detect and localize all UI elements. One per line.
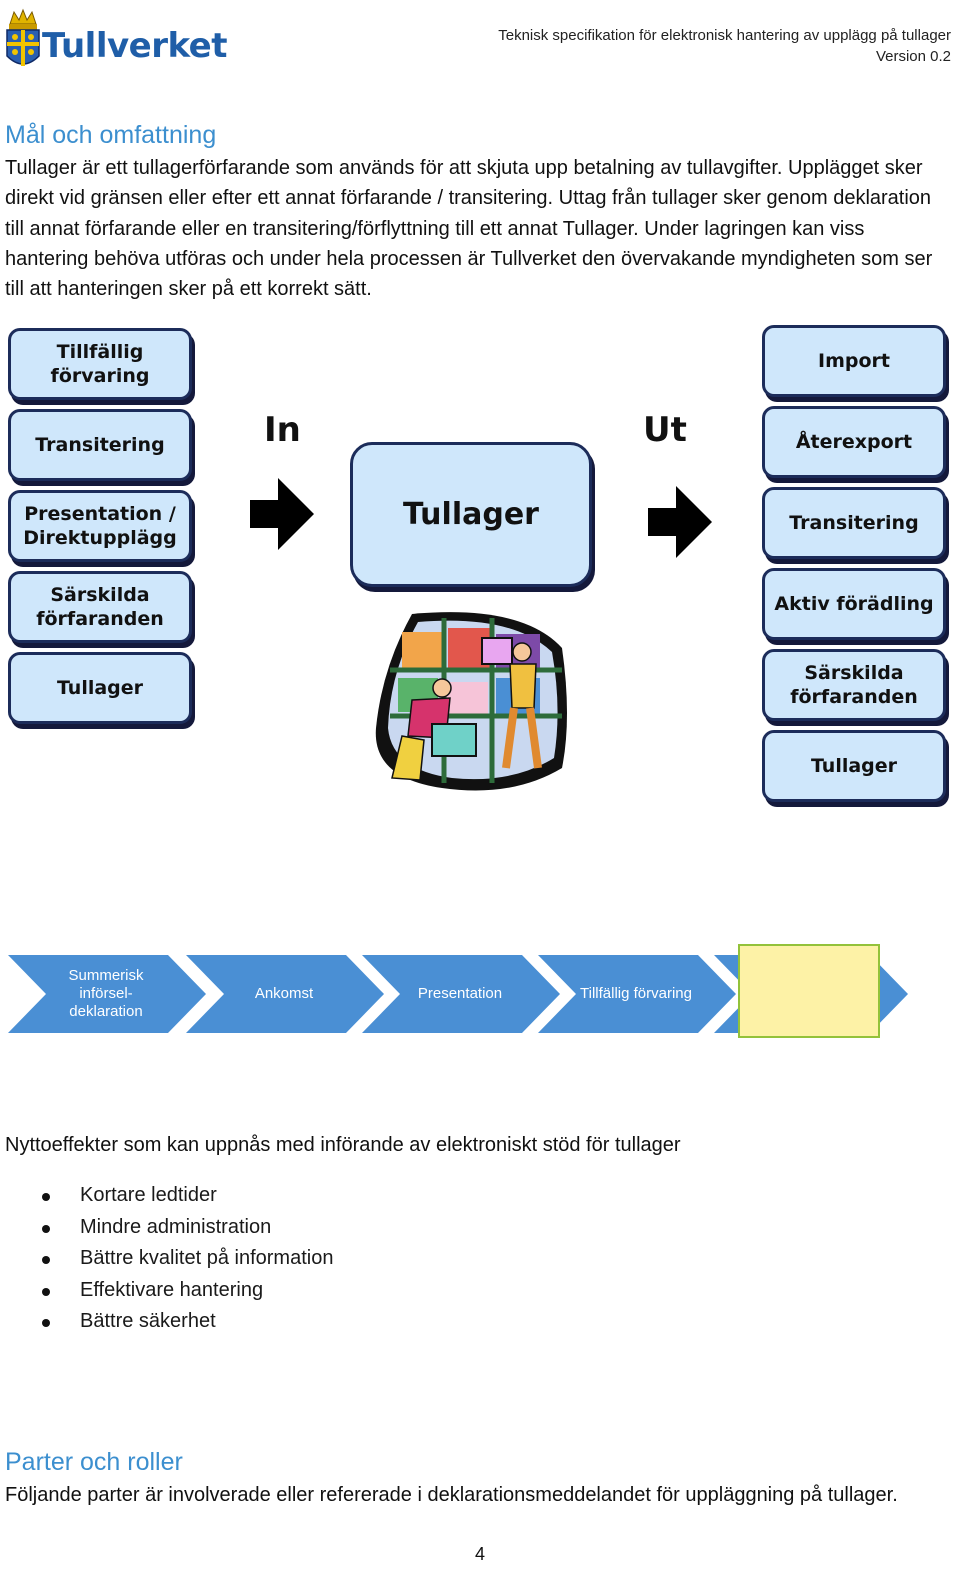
in-box-presentation: Presentation / Direktupplägg [8, 490, 192, 562]
arrow-right-in-icon [250, 478, 314, 550]
in-box-temporary-storage: Tillfällig förvaring [8, 328, 192, 400]
section-heading-scope: Mål och omfattning [5, 121, 217, 149]
out-box-import: Import [762, 325, 946, 397]
chevron-step-2 [186, 955, 384, 1033]
tullverket-logo [4, 6, 219, 72]
list-item: Mindre administration [5, 1212, 605, 1244]
out-box-warehouse: Tullager [762, 730, 946, 802]
arrow-right-out-icon [648, 486, 712, 558]
document-title: Teknisk specifikation för elektronisk ha… [498, 27, 951, 44]
list-item: Bättre säkerhet [5, 1306, 605, 1338]
step-arrival: Ankomst [254, 985, 314, 1002]
list-item: Kortare ledtider [5, 1180, 605, 1212]
bullet-icon [42, 1256, 50, 1264]
in-box-special-procedures: Särskilda förfaranden [8, 571, 192, 643]
in-label: In [264, 410, 301, 450]
out-box-transit: Transitering [762, 487, 946, 559]
step-summary-declaration: Summerisk införsel-deklaration [68, 967, 144, 1020]
step-presentation: Presentation [417, 985, 503, 1002]
out-label: Ut [643, 410, 687, 450]
out-box-inward-processing: Aktiv förädling [762, 568, 946, 640]
highlighted-step-box [738, 944, 880, 1038]
bullet-icon [42, 1224, 50, 1233]
list-item: Bättre kvalitet på information [5, 1243, 605, 1275]
in-box-transit: Transitering [8, 409, 192, 481]
bullet-icon [42, 1193, 50, 1201]
benefits-intro: Nyttoeffekter som kan uppnås med införan… [5, 1134, 681, 1156]
out-box-special-procedures: Särskilda förfaranden [762, 649, 946, 721]
scope-paragraph: Tullager är ett tullagerförfarande som a… [5, 157, 933, 301]
bullet-icon [42, 1287, 50, 1296]
step-temporary-storage: Tillfällig förvaring [580, 985, 692, 1002]
benefits-list: Kortare ledtider Mindre administration B… [5, 1180, 605, 1338]
out-box-reexport: Återexport [762, 406, 946, 478]
chevron-step-3 [362, 955, 560, 1033]
warehouse-workers-illustration [375, 612, 567, 791]
crest-icon [6, 8, 40, 66]
parties-paragraph: Följande parter är involverade eller ref… [5, 1484, 898, 1506]
page-number: 4 [474, 1544, 485, 1564]
chevron-step-1 [8, 955, 206, 1033]
section-heading-parties: Parter och roller [5, 1448, 183, 1476]
bullet-icon [42, 1319, 50, 1327]
in-box-warehouse: Tullager [8, 652, 192, 724]
list-item: Effektivare hantering [5, 1275, 605, 1307]
document-version: Version 0.2 [875, 48, 951, 65]
logo-wordmark: Tullverket [42, 26, 227, 66]
chevron-step-4 [538, 955, 736, 1033]
warehouse-center-box: Tullager [350, 442, 592, 587]
